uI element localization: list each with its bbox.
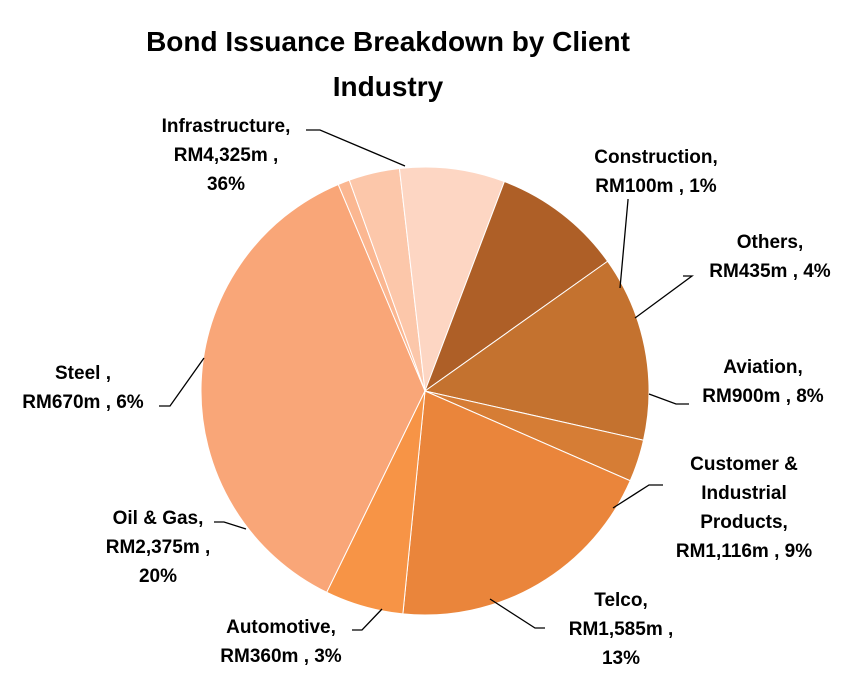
leader-line-customer-and-industrial-products [612,484,663,509]
slice-label-line: Steel , [55,363,111,384]
leader-line-steel [159,357,205,407]
slice-label-line: Telco, [594,590,648,611]
pie-slice-steel [326,390,426,615]
slice-label-automotive: Automotive, RM360m , 3% [220,617,342,667]
pie-slices [200,166,650,616]
leader-line-others [634,275,694,319]
slice-label-line: Infrastructure, [162,116,291,137]
slice-label-others: Others, RM435m , 4% [709,232,831,282]
leader-line-infrastructure [306,129,406,167]
slice-label-line: RM1,585m , [569,619,674,640]
leader-line-construction [619,199,629,289]
chart-title-line-1: Bond Issuance Breakdown by Client [146,26,630,57]
slice-label-infrastructure: Infrastructure, RM4,325m , 36% [162,116,291,195]
slice-label-oil-and-gas: Oil & Gas, RM2,375m , 20% [106,508,211,587]
leader-line-automotive [352,608,383,631]
slice-label-line: Construction, [594,147,718,168]
slice-label-line: RM670m , 6% [22,392,144,413]
slice-label-steel: Steel , RM670m , 6% [22,363,144,413]
slice-label-line: RM1,116m , 9% [676,541,812,562]
slice-label-line: Customer & [690,454,798,475]
pie-slice-customer-and-industrial-products [423,180,609,393]
slice-label-line: Industrial [701,483,787,504]
slice-labels: Infrastructure, RM4,325m , 36% Construction… [22,116,831,669]
chart-title: Bond Issuance Breakdown by Client Indust… [146,26,630,102]
slice-label-telco: Telco, RM1,585m , 13% [569,590,674,669]
slice-label-aviation: Aviation, RM900m , 8% [702,357,824,407]
slice-label-line: RM435m , 4% [709,261,831,282]
leader-line-aviation [648,393,689,405]
slice-label-line: 13% [602,648,640,669]
slice-label-line: 36% [207,174,245,195]
slice-label-line: 20% [139,566,177,587]
slice-label-line: Automotive, [226,617,336,638]
pie-slice-aviation [398,166,506,392]
chart-title-line-2: Industry [333,71,444,102]
pie-slice-infrastructure [200,183,426,593]
slice-label-line: RM360m , 3% [220,646,342,667]
slice-label-line: RM2,375m , [106,537,211,558]
pie-slice-telco [423,260,650,441]
slice-label-line: RM900m , 8% [702,386,824,407]
slice-label-line: RM100m , 1% [595,176,717,197]
slice-label-line: Products, [700,512,788,533]
slice-label-line: Aviation, [723,357,803,378]
slice-label-line: RM4,325m , [174,145,279,166]
leader-line-oil-and-gas [214,521,247,530]
leader-line-telco [489,598,545,629]
slice-label-construction: Construction, RM100m , 1% [594,147,718,197]
pie-slice-oil-and-gas [402,390,631,616]
slice-label-line: Others, [737,232,804,253]
leader-lines [159,129,694,631]
slice-label-line: Oil & Gas, [113,508,204,529]
